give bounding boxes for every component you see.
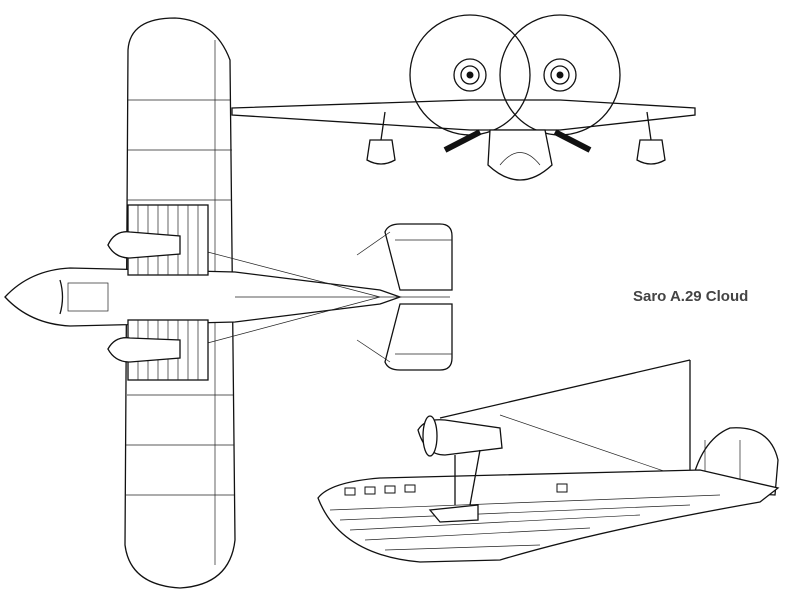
plan-engines	[107, 204, 209, 381]
front-wing	[231, 99, 696, 131]
plan-fuselage	[4, 249, 450, 346]
side-hull	[317, 469, 780, 563]
plan-view	[4, 17, 453, 589]
right-float	[636, 139, 666, 165]
front-hull	[487, 129, 553, 181]
front-view	[231, 14, 696, 181]
side-sponson	[428, 504, 479, 523]
drawing-title: Saro A.29 Cloud	[633, 288, 749, 305]
left-float	[366, 139, 396, 165]
side-view	[317, 359, 780, 563]
plan-tailplane	[356, 223, 453, 371]
